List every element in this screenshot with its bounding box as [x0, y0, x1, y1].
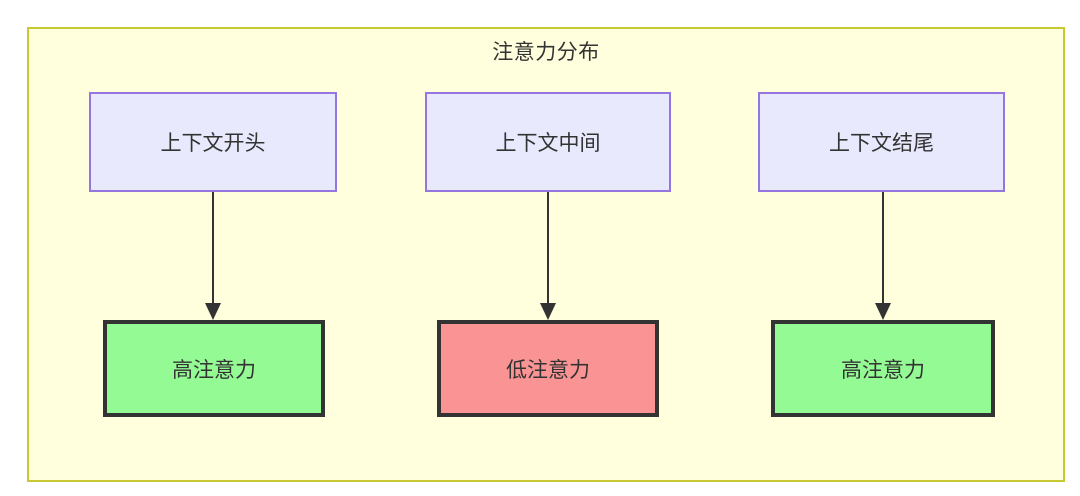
node-context-end-label: 上下文结尾	[829, 132, 934, 155]
diagram-title: 注意力分布	[492, 41, 600, 64]
node-high-attention-start[interactable]: 高注意力	[103, 320, 325, 417]
node-context-end[interactable]: 上下文结尾	[758, 92, 1005, 192]
node-high-attention-start-label: 高注意力	[172, 358, 256, 382]
node-high-attention-end-label: 高注意力	[841, 358, 925, 382]
node-context-middle[interactable]: 上下文中间	[425, 92, 671, 192]
node-high-attention-end[interactable]: 高注意力	[771, 320, 995, 417]
node-low-attention-middle-label: 低注意力	[506, 358, 590, 382]
node-context-start[interactable]: 上下文开头	[89, 92, 337, 192]
node-context-middle-label: 上下文中间	[495, 132, 601, 155]
node-context-start-label: 上下文开头	[160, 132, 266, 155]
node-low-attention-middle[interactable]: 低注意力	[437, 320, 659, 417]
